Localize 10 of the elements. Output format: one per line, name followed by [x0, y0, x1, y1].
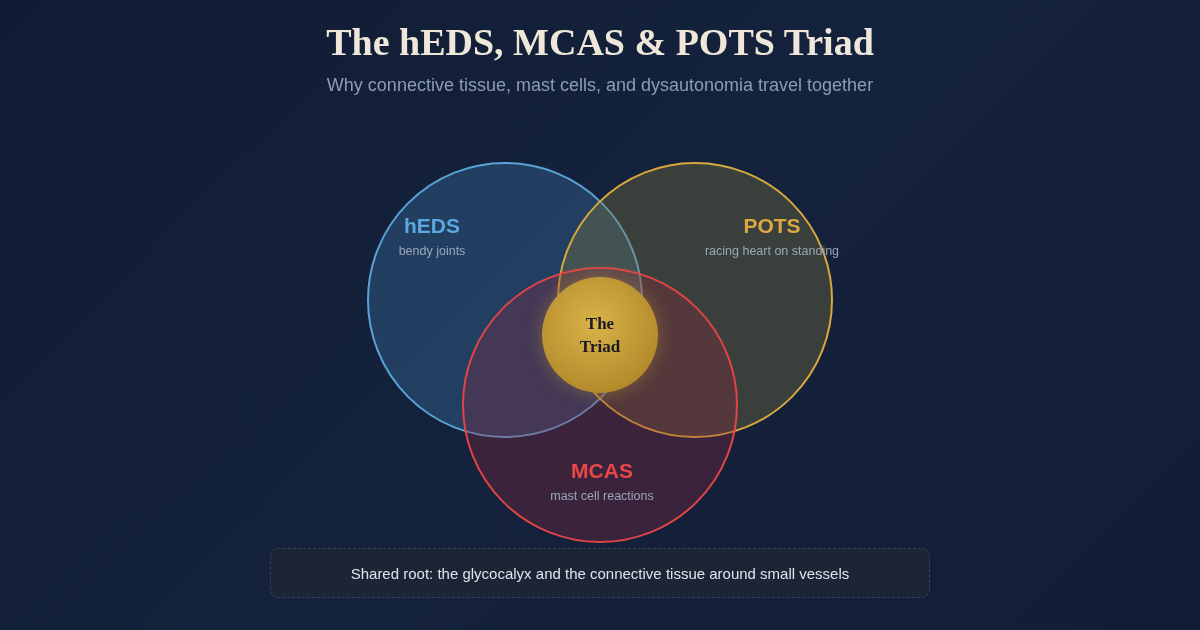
note-box: [270, 548, 930, 598]
set-label: MCAS: [571, 459, 633, 483]
set-description: bendy joints: [398, 244, 466, 258]
title: The hEDS, MCAS & POTS Triad: [325, 20, 875, 64]
subtitle: Why connective tissue, mast cells, and dysautonomia travel together: [325, 75, 875, 96]
set-label: POTS: [743, 214, 801, 238]
note-text: Shared root: the glycocalyx and the connective tissue around small vessels: [350, 564, 850, 582]
set-label: hEDS: [404, 214, 460, 238]
set-description: mast cell reactions: [550, 489, 654, 503]
center-label: The Triad: [578, 313, 622, 358]
